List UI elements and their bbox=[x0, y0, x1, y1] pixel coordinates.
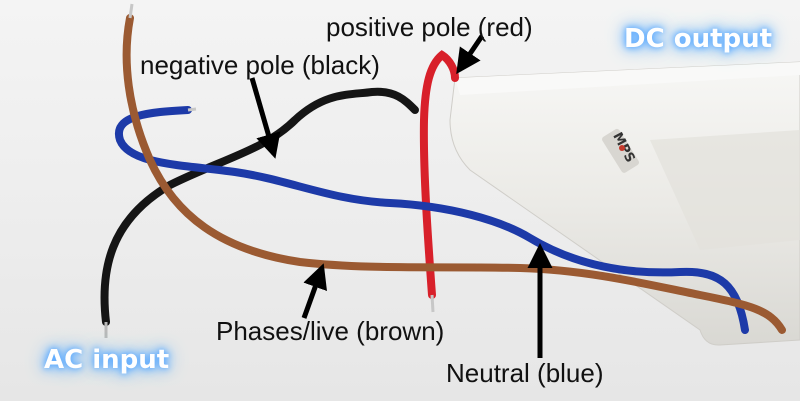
dc-output-label: DC output bbox=[624, 24, 773, 54]
blue-wire-tip bbox=[187, 107, 197, 112]
blue-wire bbox=[114, 106, 749, 334]
positive-pole-label: positive pole (red) bbox=[326, 12, 533, 42]
brown-wire bbox=[122, 14, 786, 334]
negative-pole-label: negative pole (black) bbox=[140, 50, 380, 80]
positive-pole-arrow bbox=[456, 34, 485, 75]
red-wire bbox=[419, 50, 459, 299]
black-wire bbox=[100, 87, 419, 326]
label-sticker bbox=[602, 128, 640, 173]
brown-wire-tip bbox=[128, 3, 134, 19]
ac-input-label: AC input bbox=[44, 345, 170, 375]
phases-live-arrow bbox=[301, 263, 327, 319]
neutral-label: Neutral (blue) bbox=[446, 358, 604, 388]
negative-pole-arrow bbox=[249, 77, 281, 159]
phases-live-label: Phases/live (brown) bbox=[216, 316, 445, 346]
red-wire-tip bbox=[430, 294, 435, 313]
